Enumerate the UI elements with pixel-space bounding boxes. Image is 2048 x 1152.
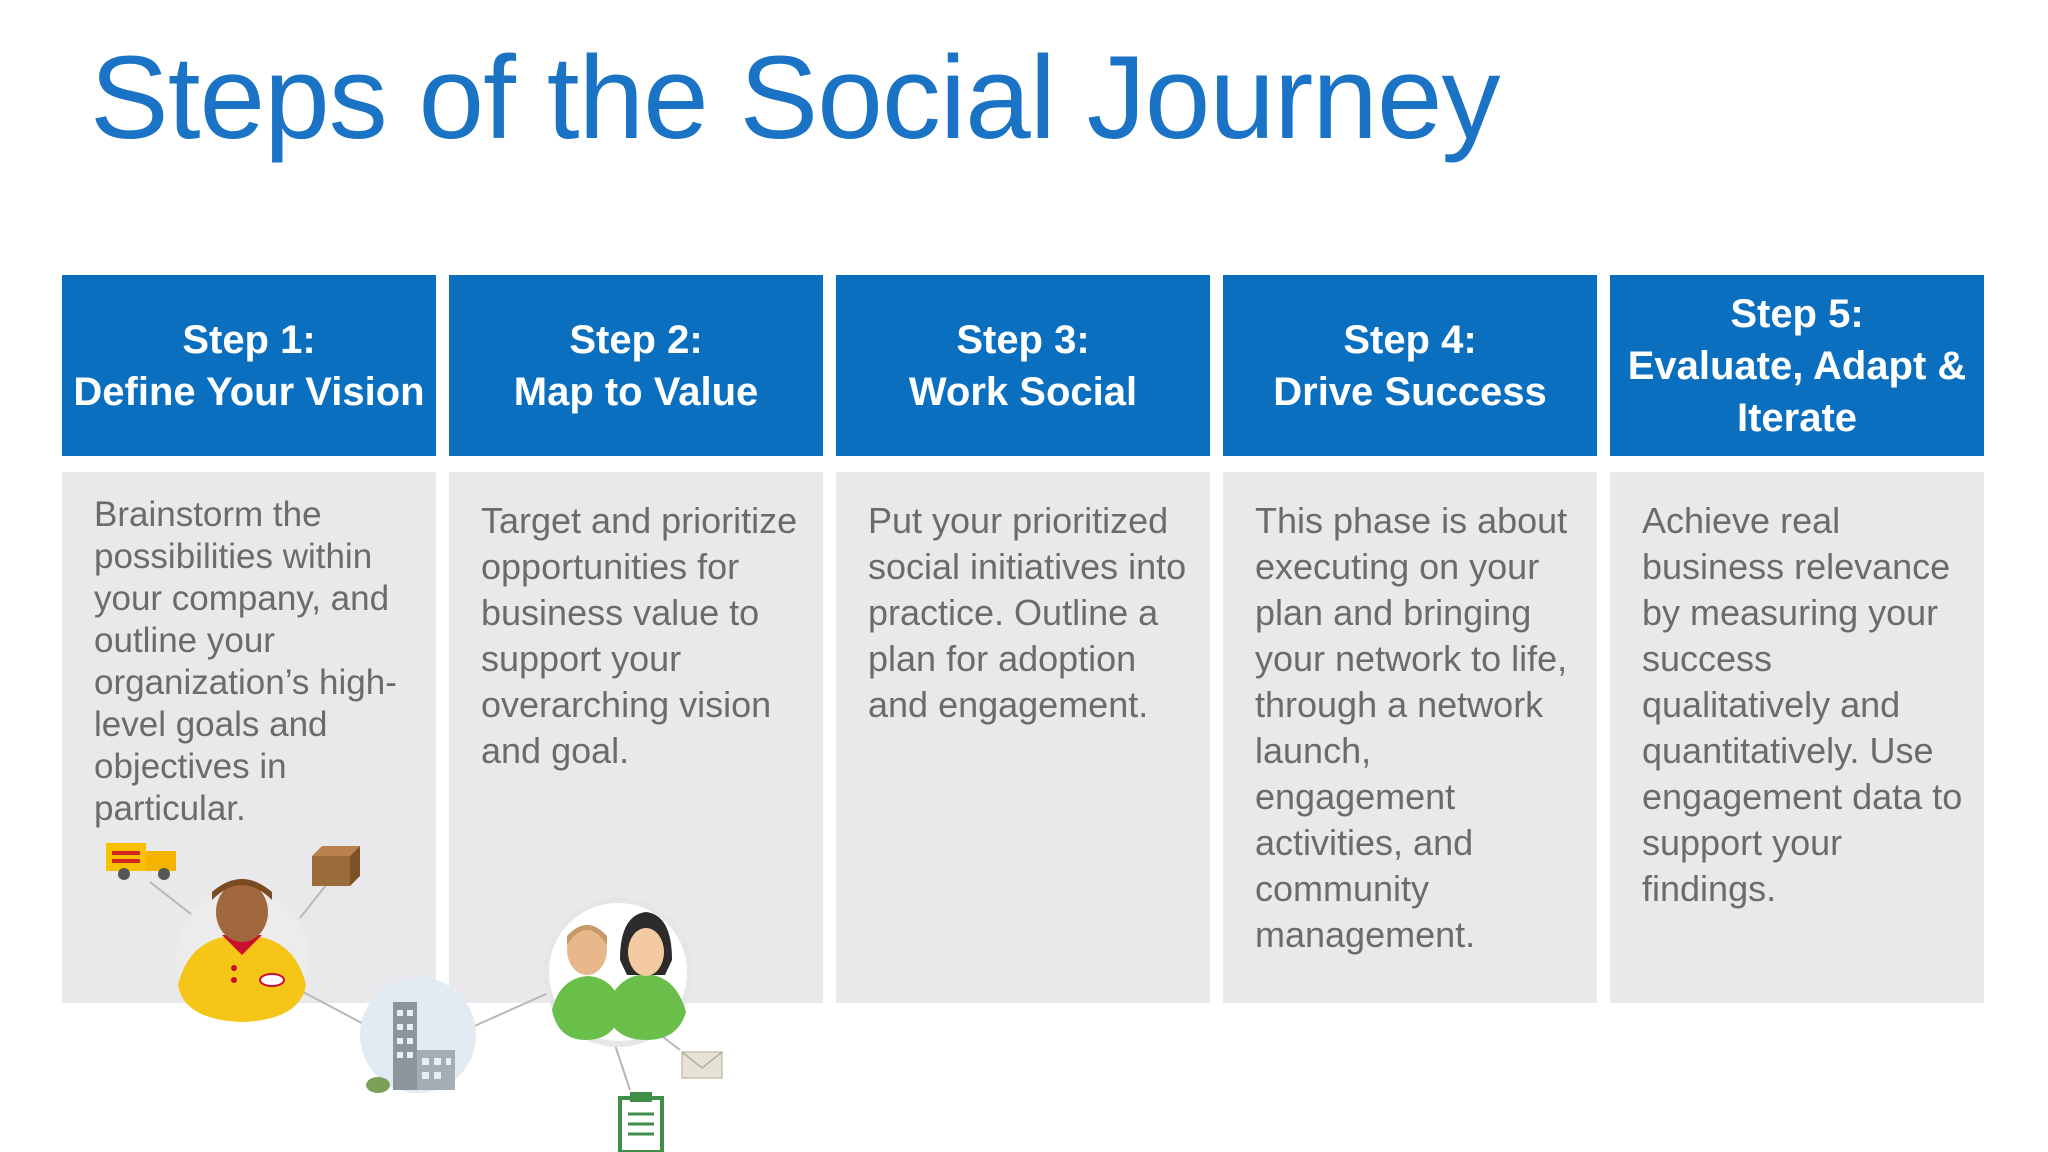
step-name: Work Social: [908, 369, 1138, 414]
step-number: Step 2:: [569, 317, 703, 362]
step-name: Map to Value: [513, 369, 759, 414]
step-number: Step 5:: [1730, 291, 1864, 336]
step-header: Step 5: Evaluate, Adapt & Iterate: [1610, 275, 1984, 456]
step-card-1: Step 1: Define Your Vision Brainstorm the…: [62, 275, 436, 1003]
step-description: Put your prioritized social initiatives …: [836, 472, 1210, 1003]
step-header: Step 4: Drive Success: [1223, 275, 1597, 456]
step-number: Step 1:: [182, 317, 316, 362]
step-number: Step 4:: [1343, 317, 1477, 362]
step-header: Step 2: Map to Value: [449, 275, 823, 456]
step-description: This phase is about executing on your pl…: [1223, 472, 1597, 1003]
step-name: Evaluate, Adapt & Iterate: [1627, 343, 1967, 440]
step-number: Step 3:: [956, 317, 1090, 362]
step-card-2: Step 2: Map to Value Target and prioritiz…: [449, 275, 823, 1003]
step-header: Step 3: Work Social: [836, 275, 1210, 456]
step-description: Target and prioritize opportunities for …: [449, 472, 823, 1003]
clipboard-icon: [618, 1092, 664, 1152]
page-title: Steps of the Social Journey: [90, 32, 1501, 164]
envelope-icon: [681, 1051, 723, 1079]
step-card-3: Step 3: Work Social Put your prioritized …: [836, 275, 1210, 1003]
step-description: Brainstorm the possibilities within your…: [62, 472, 436, 1003]
step-name: Drive Success: [1273, 369, 1547, 414]
step-card-5: Step 5: Evaluate, Adapt & Iterate Achieve…: [1610, 275, 1984, 1003]
step-card-4: Step 4: Drive Success This phase is about…: [1223, 275, 1597, 1003]
step-name: Define Your Vision: [73, 369, 425, 414]
step-description: Achieve real business relevance by measu…: [1610, 472, 1984, 1003]
step-header: Step 1: Define Your Vision: [62, 275, 436, 456]
